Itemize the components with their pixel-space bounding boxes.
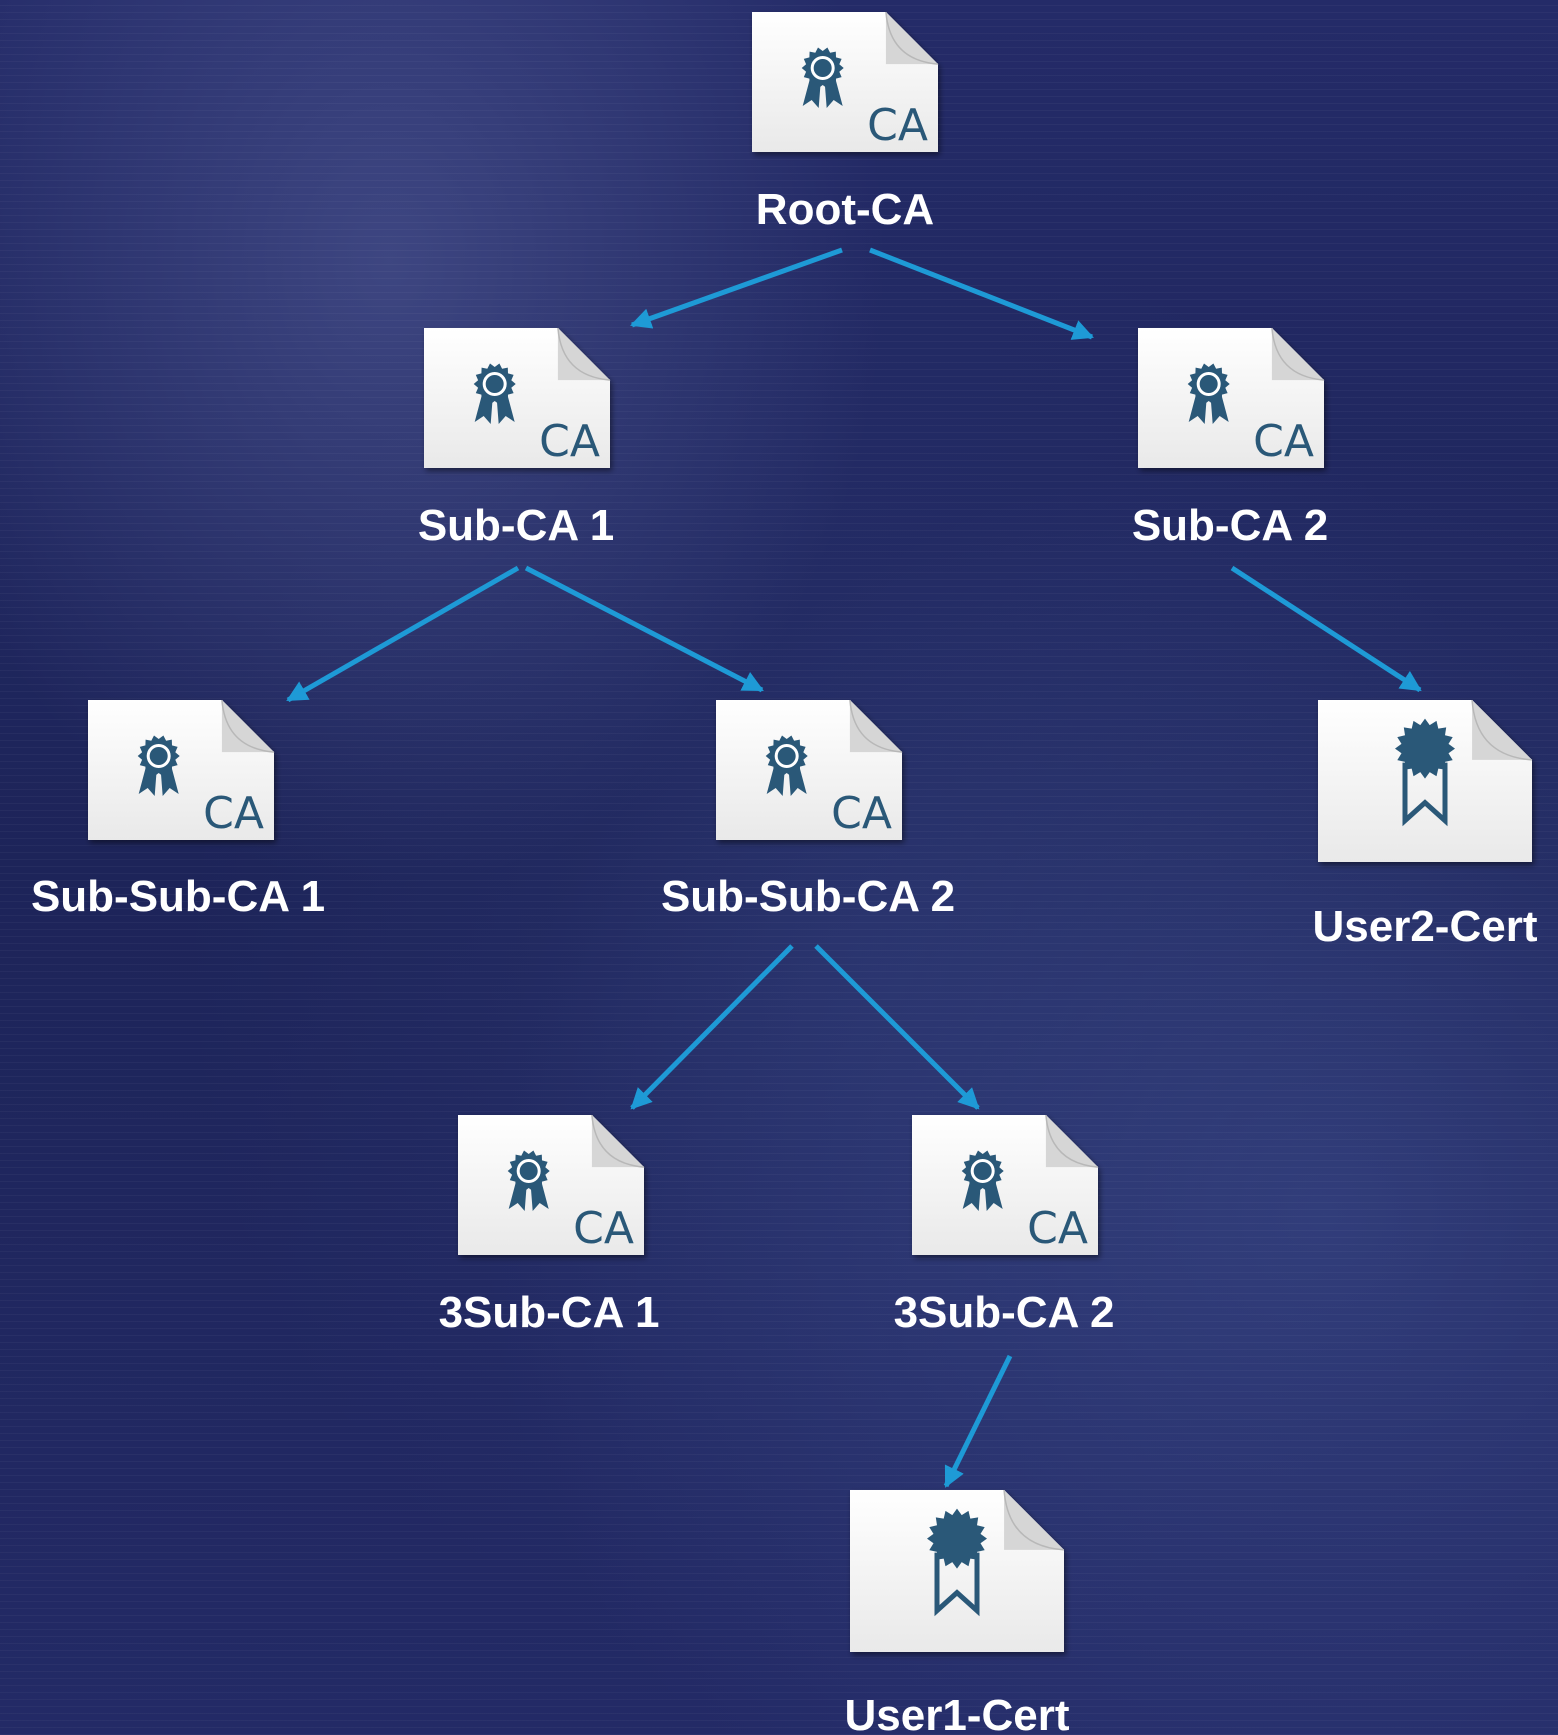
edges-layer — [286, 247, 1422, 1488]
edge-3sub-ca-2-to-user1-cert — [943, 1354, 1013, 1488]
ca-certificate-icon: CA — [88, 699, 275, 840]
page-fold — [1004, 1490, 1064, 1550]
page-fold-edge — [591, 1114, 645, 1168]
edge-sub-ca-1-to-sub-sub-ca-2 — [524, 565, 764, 693]
node-label: Root-CA — [756, 185, 934, 234]
ca-badge-text: CA — [203, 788, 264, 839]
node-sub-sub-ca-1: CA — [88, 699, 275, 840]
node-label: Sub-CA 1 — [418, 501, 614, 550]
award-rosette-icon — [137, 735, 180, 796]
page-fold-edge — [849, 699, 903, 753]
node-user1-cert — [850, 1489, 1065, 1652]
node-root-ca: CA — [752, 11, 939, 152]
ca-badge-text: CA — [573, 1203, 634, 1254]
node-sub-ca-2: CA — [1138, 327, 1325, 468]
edge-sub-ca-2-to-user2-cert — [1230, 565, 1422, 693]
page-fold-edge — [1045, 1114, 1099, 1168]
certificate-icon — [850, 1489, 1065, 1652]
ca-certificate-icon: CA — [912, 1114, 1099, 1255]
page-fold — [849, 700, 902, 753]
ca-badge-text: CA — [1253, 416, 1314, 467]
page-fold-edge — [557, 327, 611, 381]
edge-sub-sub-ca-2-to-3sub-ca-2 — [814, 944, 980, 1110]
page-fold-edge — [1471, 699, 1533, 761]
page-fold-edge — [221, 699, 275, 753]
ca-certificate-icon: CA — [1138, 327, 1325, 468]
node-3sub-ca-2: CA — [912, 1114, 1099, 1255]
node-label: User2-Cert — [1313, 902, 1538, 951]
node-label: Sub-Sub-CA 1 — [31, 872, 325, 921]
node-3sub-ca-1: CA — [458, 1114, 645, 1255]
edge-sub-ca-1-to-sub-sub-ca-1 — [286, 565, 520, 703]
page-fold — [1271, 328, 1324, 381]
award-rosette-icon — [961, 1150, 1004, 1211]
node-sub-ca-1: CA — [424, 327, 611, 468]
node-sub-sub-ca-2: CA — [716, 699, 903, 840]
edge-root-ca-to-sub-ca-1 — [630, 247, 843, 329]
node-label: Sub-CA 2 — [1132, 501, 1328, 550]
page-fold-edge — [1003, 1489, 1065, 1551]
page-fold — [1045, 1115, 1098, 1168]
certificate-icon — [1318, 699, 1533, 862]
award-rosette-icon — [507, 1150, 550, 1211]
certificate-seal-icon — [1395, 718, 1455, 827]
page-fold — [1472, 700, 1532, 760]
ca-certificate-icon: CA — [424, 327, 611, 468]
edge-sub-sub-ca-2-to-3sub-ca-1 — [630, 944, 794, 1110]
ca-badge-text: CA — [539, 416, 600, 467]
node-label: User1-Cert — [845, 1691, 1070, 1735]
ca-badge-text: CA — [1027, 1203, 1088, 1254]
ca-certificate-icon: CA — [716, 699, 903, 840]
node-label: 3Sub-CA 1 — [439, 1288, 660, 1337]
node-label: Sub-Sub-CA 2 — [661, 872, 955, 921]
ca-certificate-icon: CA — [752, 11, 939, 152]
node-user2-cert — [1318, 699, 1533, 862]
certificate-seal-icon — [927, 1508, 987, 1617]
page-fold — [557, 328, 610, 381]
ca-certificate-icon: CA — [458, 1114, 645, 1255]
ca-badge-text: CA — [867, 100, 928, 151]
award-rosette-icon — [801, 47, 844, 108]
page-fold-edge — [1271, 327, 1325, 381]
nodes-layer: CA Root-CA CA Sub-CA 1 CA Sub-CA 2 CA Sub-Sub-C… — [31, 11, 1538, 1735]
award-rosette-icon — [473, 363, 516, 424]
ca-badge-text: CA — [831, 788, 892, 839]
edge-root-ca-to-sub-ca-2 — [869, 247, 1094, 340]
node-label: 3Sub-CA 2 — [894, 1288, 1115, 1337]
page-fold — [591, 1115, 644, 1168]
award-rosette-icon — [1187, 363, 1230, 424]
page-fold-edge — [885, 11, 939, 65]
award-rosette-icon — [765, 735, 808, 796]
